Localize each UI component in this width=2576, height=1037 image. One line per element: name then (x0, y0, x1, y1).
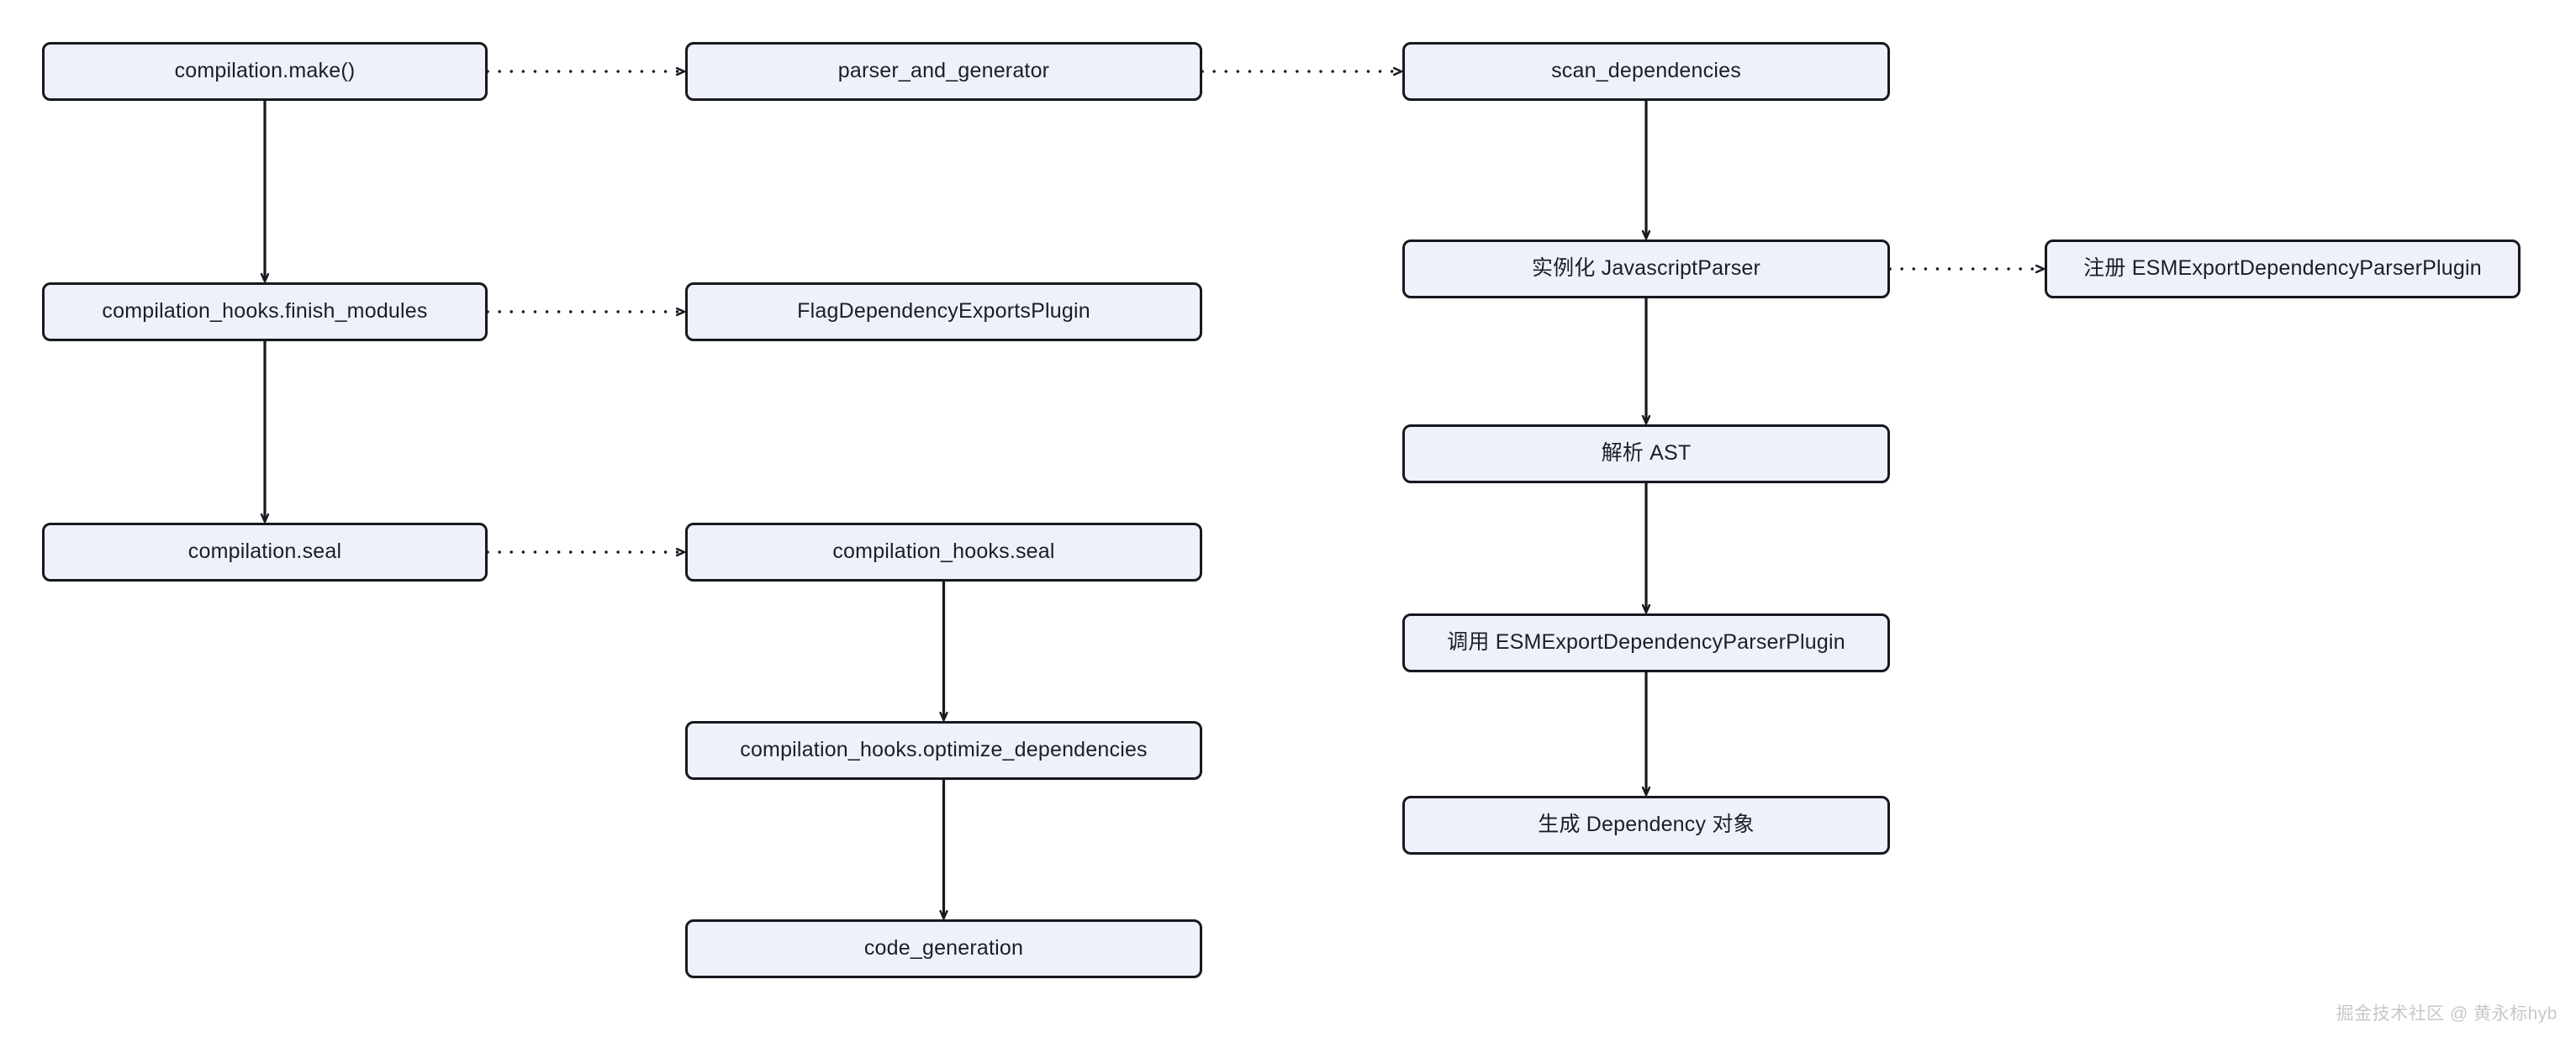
flow-node-n8[interactable]: code_generation (685, 919, 1202, 978)
flow-node-label: compilation_hooks.optimize_dependencies (740, 738, 1148, 762)
flow-node-label: 解析 AST (1601, 441, 1692, 466)
flow-node-n4[interactable]: parser_and_generator (685, 42, 1202, 101)
flow-node-label: compilation_hooks.seal (832, 540, 1055, 564)
flow-node-label: 实例化 JavascriptParser (1531, 256, 1761, 281)
flow-node-n11[interactable]: 解析 AST (1402, 424, 1890, 483)
flow-node-label: 注册 ESMExportDependencyParserPlugin (2083, 256, 2482, 281)
flow-node-label: 生成 Dependency 对象 (1538, 813, 1755, 837)
flow-node-n10[interactable]: 实例化 JavascriptParser (1402, 240, 1890, 298)
flow-node-n2[interactable]: compilation_hooks.finish_modules (42, 282, 488, 341)
flow-node-label: compilation_hooks.finish_modules (102, 299, 428, 324)
flow-node-n6[interactable]: compilation_hooks.seal (685, 523, 1202, 582)
flow-node-label: code_generation (863, 936, 1024, 961)
flow-node-n5[interactable]: FlagDependencyExportsPlugin (685, 282, 1202, 341)
flow-node-n14[interactable]: 注册 ESMExportDependencyParserPlugin (2045, 240, 2521, 298)
flow-node-n12[interactable]: 调用 ESMExportDependencyParserPlugin (1402, 613, 1890, 672)
flow-node-label: compilation.make() (174, 59, 356, 83)
flow-node-label: parser_and_generator (837, 59, 1050, 83)
flow-node-n1[interactable]: compilation.make() (42, 42, 488, 101)
watermark: 掘金技术社区 @ 黄永标hyb (2336, 1004, 2558, 1024)
flow-node-n7[interactable]: compilation_hooks.optimize_dependencies (685, 721, 1202, 780)
flow-node-n9[interactable]: scan_dependencies (1402, 42, 1890, 101)
flow-node-label: 调用 ESMExportDependencyParserPlugin (1447, 630, 1845, 655)
flow-node-label: scan_dependencies (1551, 59, 1741, 83)
flow-node-n3[interactable]: compilation.seal (42, 523, 488, 582)
flow-node-label: compilation.seal (187, 540, 342, 564)
flow-node-n13[interactable]: 生成 Dependency 对象 (1402, 796, 1890, 855)
flow-node-label: FlagDependencyExportsPlugin (797, 299, 1090, 324)
